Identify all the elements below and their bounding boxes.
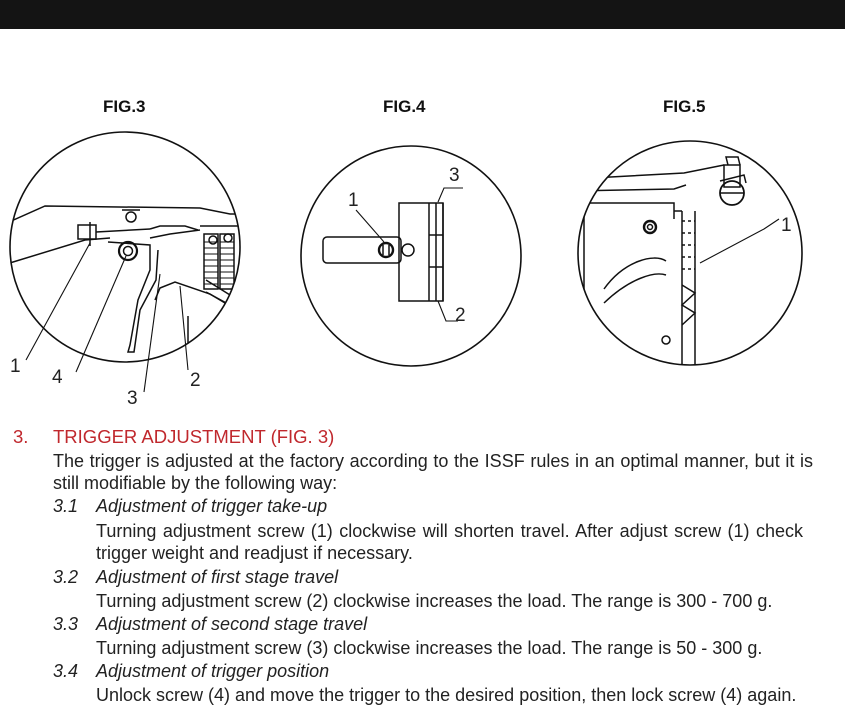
item-number: 3.3 (53, 614, 79, 634)
item-title: Adjustment of first stage travel (96, 567, 339, 587)
fig3-callout-2: 2 (190, 370, 201, 391)
section-number: 3. (13, 426, 29, 447)
item-heading: 3.4 Adjustment of trigger position (53, 661, 329, 682)
fig4-callout-1: 1 (348, 190, 359, 211)
fig5-callout-1: 1 (781, 215, 792, 236)
top-bar (0, 0, 845, 29)
fig4-callout-3: 3 (449, 165, 460, 186)
fig3-label: FIG.3 (103, 97, 146, 116)
item-title: Adjustment of second stage travel (96, 614, 368, 634)
section-intro: The trigger is adjusted at the factory a… (53, 451, 813, 493)
item-number: 3.2 (53, 567, 79, 587)
item-heading: 3.3 Adjustment of second stage travel (53, 614, 367, 635)
item-body: Turning adjustment screw (3) clockwise i… (96, 638, 763, 658)
item-body: Unlock screw (4) and move the trigger to… (96, 685, 797, 705)
fig3-callout-3: 3 (127, 388, 138, 409)
fig3-callout-1: 1 (10, 356, 21, 377)
item-title: Adjustment of trigger position (96, 661, 330, 681)
fig4-screw-drawing: 1 3 2 (300, 145, 522, 367)
item-heading: 3.2 Adjustment of first stage travel (53, 567, 338, 588)
fig5-trigger-drawing: 1 (577, 140, 803, 366)
fig4-callout-2: 2 (455, 305, 466, 326)
fig3-trigger-drawing: 1 4 3 2 (9, 131, 241, 409)
item-title: Adjustment of trigger take-up (96, 496, 328, 516)
item-number: 3.4 (53, 661, 79, 681)
item-heading: 3.1 Adjustment of trigger take-up (53, 496, 327, 517)
fig3-callout-4: 4 (52, 367, 63, 388)
item-body: Turning adjustment screw (2) clockwise i… (96, 591, 773, 611)
item-body: Turning adjustment screw (1) clockwise w… (96, 521, 803, 563)
item-number: 3.1 (53, 496, 79, 516)
section-heading: 3. TRIGGER ADJUSTMENT (FIG. 3) (13, 426, 334, 448)
fig5-label: FIG.5 (663, 97, 706, 116)
section-title: TRIGGER ADJUSTMENT (FIG. 3) (53, 426, 335, 447)
fig4-label: FIG.4 (383, 97, 426, 116)
